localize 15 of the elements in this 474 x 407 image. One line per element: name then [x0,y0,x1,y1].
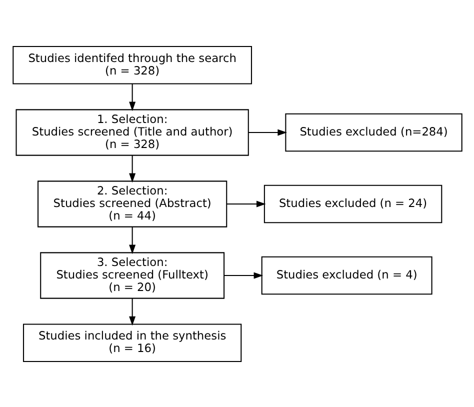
arrow [248,128,287,136]
node-box: 1. Selection: Studies screened (Title and author) (n = 328) [15,108,248,156]
arrow [128,226,136,254]
node-box: 3. Selection: Studies screened (Fulltext) (n = 20) [40,252,224,298]
node-box: Studies excluded (n=284) [284,112,462,152]
node-box: Studies included in the synthesis (n = 16) [22,323,242,362]
node-box: Studies excluded (n = 24) [263,184,442,223]
node-box: Studies identifed through the search (n = 328) [12,45,252,84]
node-box: 2. Selection: Studies screened (Abstract) (n = 44) [37,180,227,227]
arrow [226,200,266,207]
arrow [128,83,136,111]
arrow [128,155,136,182]
node-box: Studies excluded (n = 4) [260,256,432,294]
arrow [224,272,263,278]
arrow [128,298,136,326]
